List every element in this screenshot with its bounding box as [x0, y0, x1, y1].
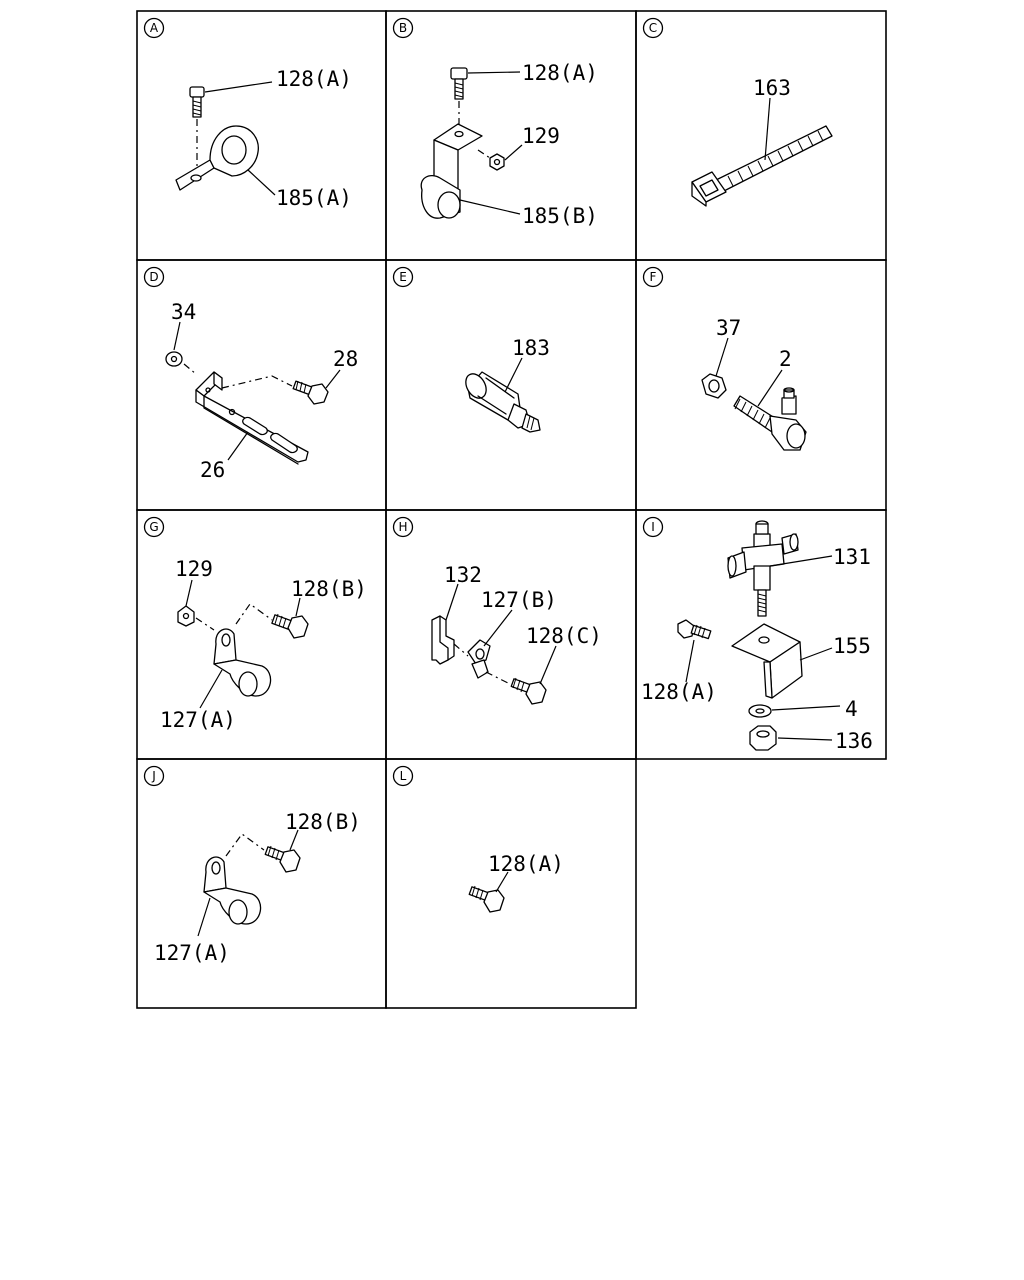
- section-b: B 128(A) 129 185(B): [385, 10, 637, 261]
- bolt-128a-icon: [468, 885, 505, 913]
- tee-fitting-131-icon: [727, 520, 799, 617]
- label-132: 132: [444, 563, 482, 587]
- label-128b: 128(B): [285, 810, 361, 834]
- label-155: 155: [833, 634, 871, 658]
- section-c-frame: [635, 10, 887, 261]
- section-b-letter: B: [399, 21, 407, 35]
- section-b-frame: [385, 10, 637, 261]
- section-j-badge: [143, 765, 165, 787]
- label-183: 183: [512, 336, 550, 360]
- label-185b: 185(B): [522, 204, 598, 228]
- pipe-clamp-185a-icon: [175, 125, 259, 191]
- label-131: 131: [833, 545, 871, 569]
- elbow-fitting-2-icon: [733, 387, 807, 451]
- section-e-badge: [392, 266, 414, 288]
- section-a-frame: [136, 10, 387, 261]
- section-e-letter: E: [399, 270, 407, 284]
- section-f-letter: F: [650, 270, 657, 284]
- bolt-128b-icon: [271, 613, 309, 639]
- section-a-letter: A: [150, 21, 159, 35]
- bolt-128a-icon: [450, 67, 468, 100]
- label-28: 28: [333, 347, 358, 371]
- section-l-letter: L: [400, 769, 407, 783]
- clip-127a-icon: [203, 856, 262, 925]
- bracket-clamp-185b-icon: [420, 123, 483, 219]
- label-128a: 128(A): [641, 680, 717, 704]
- section-j-letter: J: [151, 769, 156, 783]
- bolt-28-icon: [292, 380, 329, 405]
- section-a-badge: [143, 17, 165, 39]
- section-h: H 132 127(B) 128(C): [385, 509, 637, 760]
- section-d-frame: [136, 259, 387, 511]
- washer-4-icon: [748, 704, 772, 718]
- bolt-128a-icon: [677, 619, 712, 640]
- label-136: 136: [835, 729, 873, 753]
- label-128b: 128(B): [291, 577, 367, 601]
- label-129: 129: [522, 124, 560, 148]
- washer-34-icon: [165, 351, 183, 367]
- section-h-badge: [392, 516, 414, 538]
- bracket-132-icon: [431, 615, 455, 665]
- section-f-badge: [642, 266, 664, 288]
- label-2: 2: [779, 347, 792, 371]
- label-127a: 127(A): [154, 941, 230, 965]
- label-37: 37: [716, 316, 741, 340]
- bolt-128b-icon: [264, 845, 301, 873]
- section-e: E 183: [385, 259, 637, 511]
- section-f-frame: [635, 259, 887, 511]
- nut-129-icon: [489, 153, 505, 171]
- bracket-155-icon: [731, 623, 803, 699]
- bolt-128a-icon: [189, 86, 205, 118]
- section-i-letter: I: [651, 520, 655, 534]
- label-127a: 127(A): [160, 708, 236, 732]
- section-d-letter: D: [149, 270, 158, 284]
- section-j: J 128(B) 127(A): [136, 758, 387, 1009]
- label-129: 129: [175, 557, 213, 581]
- section-i-badge: [642, 516, 664, 538]
- section-h-letter: H: [398, 520, 407, 534]
- bolt-128c-icon: [510, 677, 547, 705]
- section-d: D 34 28 26: [136, 259, 387, 511]
- section-b-badge: [392, 17, 414, 39]
- section-a: A 128(A) 185(A): [136, 10, 387, 261]
- label-128c: 128(C): [526, 624, 602, 648]
- label-34: 34: [171, 300, 196, 324]
- label-128a: 128(A): [276, 67, 352, 91]
- section-f: F 37 2: [635, 259, 887, 511]
- label-163: 163: [753, 76, 791, 100]
- bracket-26-icon: [195, 371, 309, 465]
- section-g-badge: [143, 516, 165, 538]
- label-4: 4: [845, 697, 858, 721]
- section-j-frame: [136, 758, 387, 1009]
- label-128a: 128(A): [488, 852, 564, 876]
- section-g: G 129 128(B) 127(A): [136, 509, 387, 760]
- label-128a: 128(A): [522, 61, 598, 85]
- section-e-frame: [385, 259, 637, 511]
- section-l: L 128(A): [385, 758, 637, 1009]
- connector-183-icon: [465, 371, 541, 433]
- section-c: C 163: [635, 10, 887, 261]
- label-127b: 127(B): [481, 588, 557, 612]
- cable-tie-163-icon: [691, 125, 833, 207]
- clip-127a-icon: [213, 628, 272, 697]
- section-c-badge: [642, 17, 664, 39]
- label-185a: 185(A): [276, 186, 352, 210]
- section-i-frame: [635, 509, 887, 760]
- nut-129-icon: [177, 605, 195, 627]
- section-i: I: [635, 509, 887, 760]
- nut-136-icon: [749, 725, 777, 751]
- section-l-badge: [392, 765, 414, 787]
- nut-37-icon: [701, 373, 727, 399]
- section-g-letter: G: [149, 520, 158, 534]
- section-d-badge: [143, 266, 165, 288]
- label-26: 26: [200, 458, 225, 482]
- section-c-letter: C: [649, 21, 657, 35]
- section-l-frame: [385, 758, 637, 1009]
